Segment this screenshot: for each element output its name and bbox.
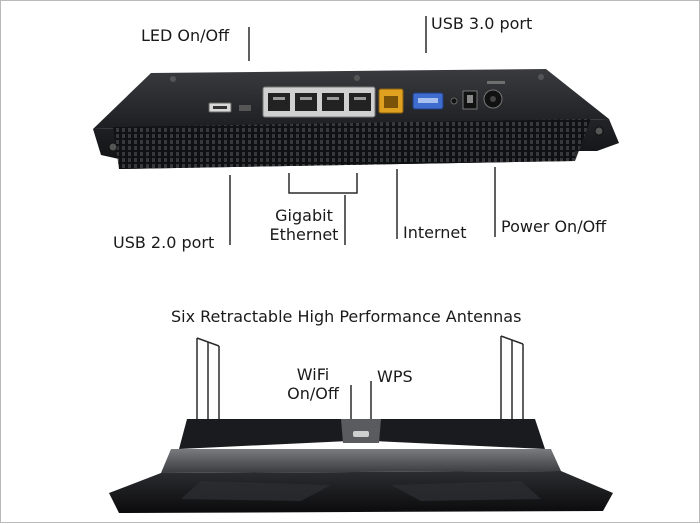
label-antennas: Six Retractable High Performance Antenna… — [171, 307, 522, 326]
led-switch-icon — [239, 105, 251, 111]
ethernet-port-block — [262, 86, 376, 118]
router-rear-view — [93, 69, 619, 169]
screw-icon — [354, 75, 360, 81]
label-wifi-line2: On/Off — [287, 384, 339, 403]
left-antenna-panel — [179, 419, 349, 449]
usb2-port-slot — [213, 106, 227, 109]
antenna-lines — [196, 335, 524, 431]
wifi-wps-buttons-icon — [353, 431, 369, 437]
screw-icon — [108, 142, 118, 152]
router-front-view — [109, 335, 613, 513]
reset-hole-icon — [450, 97, 458, 105]
label-usb3-port: USB 3.0 port — [431, 14, 533, 33]
router-bevel — [161, 449, 561, 473]
label-wps: WPS — [377, 367, 413, 386]
leader-gigabit-bracket — [288, 173, 358, 194]
label-power-on-off: Power On/Off — [501, 217, 607, 236]
label-wifi-on-off: WiFi On/Off — [281, 365, 345, 403]
label-gigabit-line1: Gigabit — [275, 206, 333, 225]
label-wifi-line1: WiFi — [296, 365, 330, 384]
screw-icon — [594, 126, 604, 136]
label-internet: Internet — [403, 223, 467, 242]
screw-icon — [538, 74, 544, 80]
screw-icon — [170, 76, 176, 82]
label-led-on-off: LED On/Off — [141, 26, 230, 45]
router-vent-grille — [113, 119, 591, 169]
right-antenna-panel — [373, 419, 545, 449]
label-gigabit-ethernet: Gigabit Ethernet — [259, 206, 349, 244]
label-gigabit-line2: Ethernet — [269, 225, 339, 244]
label-usb2-port: USB 2.0 port — [113, 233, 215, 252]
router-lower-body — [109, 471, 613, 513]
leader-lines-top — [229, 16, 496, 245]
